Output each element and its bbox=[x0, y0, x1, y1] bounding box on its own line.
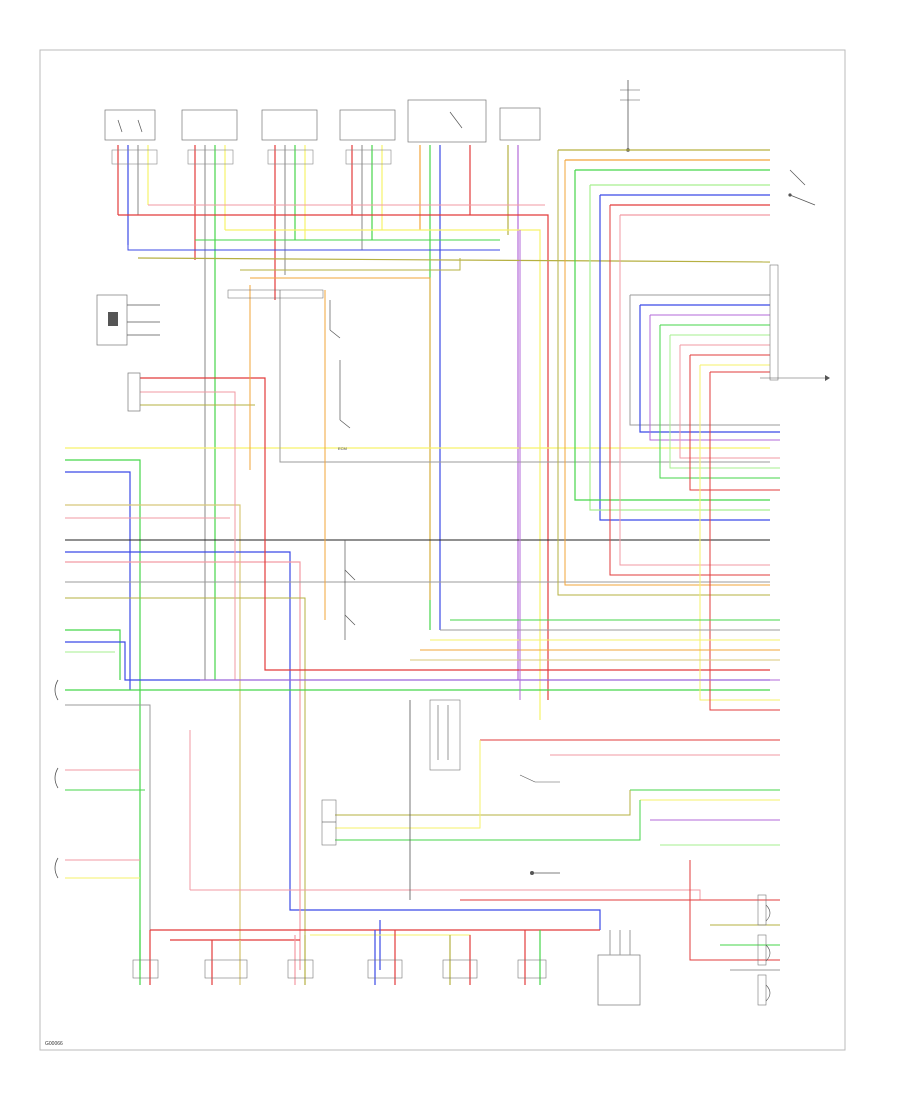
wiring-buses bbox=[65, 149, 780, 971]
throttle-position-sensor-connector bbox=[407, 99, 487, 630]
oxygen-sensor-4-connector bbox=[339, 109, 396, 250]
oxygen-sensor-2-connector bbox=[181, 109, 238, 680]
injector-3-connector bbox=[287, 935, 314, 985]
oxygen-sensor-3-connector bbox=[261, 109, 318, 300]
intake-air-temp-sensor-connector bbox=[499, 107, 541, 680]
o2-sensor-heater-connector bbox=[127, 372, 141, 412]
injector-1-connector bbox=[132, 930, 159, 985]
vehicle-speed-sensor-symbol bbox=[760, 264, 830, 381]
footer-code: G00066 bbox=[45, 1041, 63, 1047]
data-link-connector bbox=[597, 930, 641, 1006]
injector-6-connector bbox=[517, 930, 547, 985]
evap-purge-valve-symbol bbox=[321, 799, 337, 846]
injector-2-connector bbox=[204, 940, 248, 985]
right-sensors bbox=[757, 169, 830, 1006]
diagram-border bbox=[39, 49, 846, 1051]
coolant-temp-sensor-symbol bbox=[96, 294, 160, 346]
injector-5-connector bbox=[442, 935, 478, 985]
injector-4-connector bbox=[367, 930, 403, 985]
left-sensors bbox=[54, 294, 160, 879]
ecm-label: ECM bbox=[338, 446, 347, 451]
idle-air-control-valve-symbol bbox=[757, 894, 771, 1006]
top-connectors bbox=[104, 80, 640, 680]
fuel-pump-relay-symbol bbox=[429, 699, 560, 783]
ecm-blocks: ECM bbox=[227, 289, 356, 640]
egr-valve-symbol bbox=[530, 871, 560, 875]
ignition-switch-connector bbox=[620, 80, 640, 152]
oxygen-sensor-1-connector bbox=[104, 109, 158, 245]
knock-sensor-symbol bbox=[54, 679, 59, 879]
bottom-connectors bbox=[132, 930, 641, 1006]
transmission-range-switch-symbol bbox=[788, 169, 816, 206]
